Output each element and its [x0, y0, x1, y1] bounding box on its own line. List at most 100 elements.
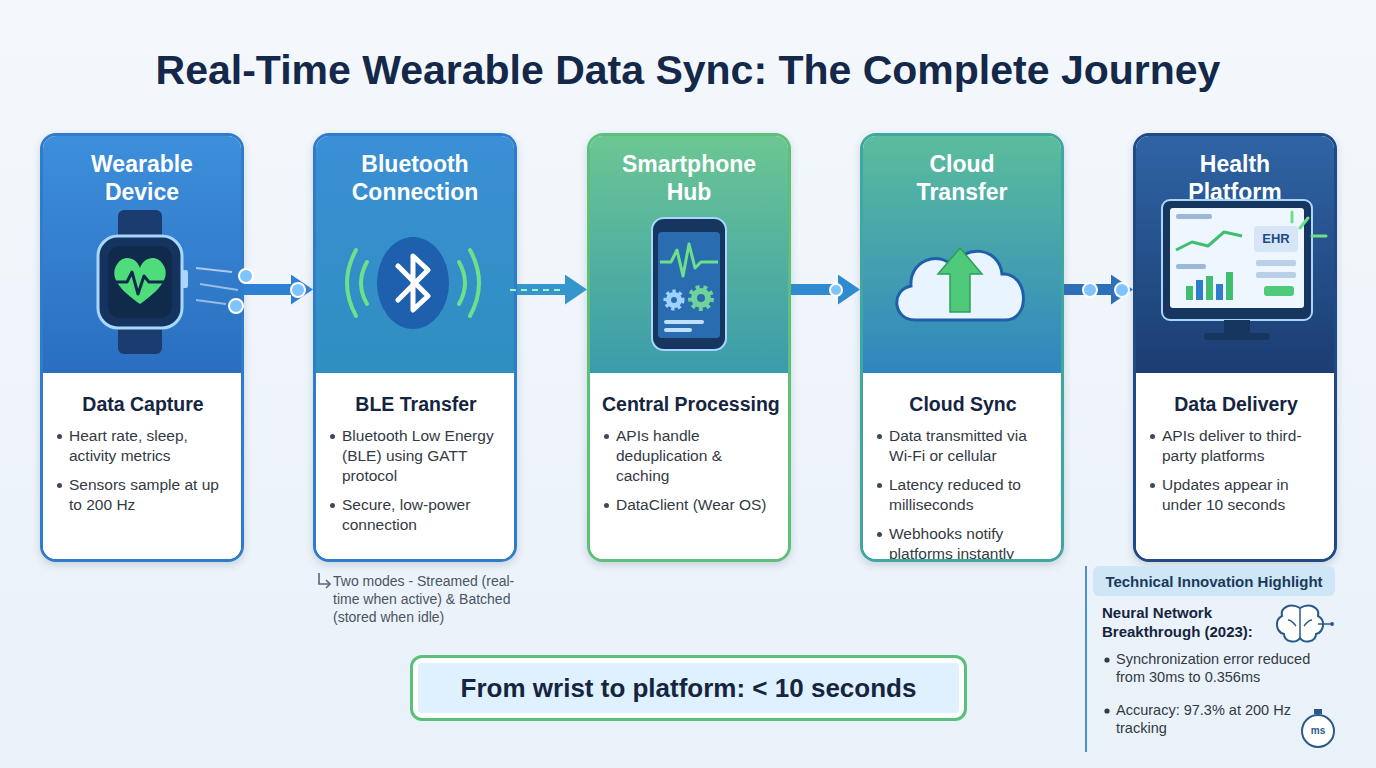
bluetooth-icon — [347, 237, 479, 329]
monitor-icon-part — [1196, 280, 1203, 300]
data-particles-part — [1083, 283, 1097, 297]
card-body: BLE TransferBluetooth Low Energy (BLE) u… — [316, 373, 514, 559]
monitor-icon-part — [1176, 264, 1206, 269]
monitor-icon-part — [1256, 272, 1296, 278]
bluetooth-icon-part — [459, 262, 465, 304]
card-header: Wearable Device — [43, 136, 241, 373]
stage-card: Cloud TransferCloud SyncData transmitted… — [860, 133, 1064, 562]
cloud-icon-part — [938, 248, 982, 312]
brain-icon-part — [1318, 623, 1330, 625]
bullet-item: Secure, low-power connection — [328, 495, 504, 535]
diagram-title: Real-Time Wearable Data Sync: The Comple… — [0, 42, 1376, 98]
bullet-item: Data transmitted via Wi-Fi or cellular — [875, 426, 1051, 466]
data-particles-part — [1115, 283, 1129, 297]
data-particles-part — [239, 269, 253, 283]
watch-icon-part — [98, 236, 182, 328]
bullet-list: Heart rate, sleep, activity metricsSenso… — [55, 426, 231, 515]
stage-card: Health PlatformData DeliveryAPIs deliver… — [1133, 133, 1337, 562]
watch-icon-part — [112, 272, 168, 294]
note-hook-arrow-part — [319, 573, 329, 584]
brain-icon-part — [1288, 608, 1312, 638]
phone-icon-part — [660, 244, 718, 276]
card-header: Smartphone Hub — [590, 136, 788, 373]
watch-icon-part — [114, 258, 165, 304]
summary-text: From wrist to platform: < 10 seconds — [461, 673, 917, 704]
bluetooth-icon-part — [398, 256, 428, 310]
card-title: Wearable Device — [67, 150, 217, 206]
monitor-icon-part — [1291, 212, 1294, 222]
card-subtitle: BLE Transfer — [328, 393, 504, 416]
bluetooth-icon-part — [361, 262, 367, 304]
bullet-list: Data transmitted via Wi-Fi or cellularLa… — [875, 426, 1051, 562]
cloud-icon-part — [897, 251, 1024, 320]
watch-icon-part — [108, 246, 172, 318]
phone-icon-part — [697, 294, 705, 302]
monitor-icon-part — [1204, 333, 1270, 340]
bluetooth-icon-part — [470, 250, 479, 316]
stage-card: Smartphone HubCentral ProcessingAPIs han… — [587, 133, 791, 562]
panel-bullet: Accuracy: 97.3% at 200 Hz tracking — [1116, 701, 1296, 737]
data-particles-part — [196, 268, 232, 272]
bullet-list: APIs deliver to third-party platformsUpd… — [1148, 426, 1324, 515]
highlight-badge: Technical Innovation Highlight — [1093, 566, 1335, 596]
badge-text: Technical Innovation Highlight — [1105, 573, 1322, 590]
note-hook-arrow — [319, 573, 330, 588]
monitor-icon-part — [1254, 226, 1298, 252]
card-title: Cloud Transfer — [887, 150, 1037, 206]
card-title: Smartphone Hub — [614, 150, 764, 206]
flow-arrow — [791, 284, 842, 295]
bullet-item: DataClient (Wear OS) — [602, 495, 778, 515]
bullet-item: APIs deliver to third-party platforms — [1148, 426, 1324, 466]
data-particles-part — [229, 299, 243, 313]
brain-icon-part — [1277, 606, 1323, 642]
bullet-item: Updates appear in under 10 seconds — [1148, 475, 1324, 515]
monitor-icon-part — [1206, 276, 1213, 300]
monitor-icon-part — [1224, 320, 1250, 334]
monitor-icon-part — [1162, 200, 1312, 320]
card-header: Health Platform — [1136, 136, 1334, 373]
monitor-icon-part — [1264, 286, 1294, 296]
phone-icon-part — [664, 328, 692, 332]
card-subtitle: Data Capture — [55, 393, 231, 416]
data-particles — [196, 268, 1129, 313]
brain-icon — [1277, 606, 1334, 642]
bluetooth-icon-part — [377, 237, 449, 329]
bullet-item: Webhooks notify platforms instantly — [875, 524, 1051, 562]
flow-arrow — [244, 284, 295, 295]
card-header: Cloud Transfer — [863, 136, 1061, 373]
stopwatch-icon-part — [1314, 709, 1322, 714]
card-subtitle: Cloud Sync — [875, 393, 1051, 416]
panel-heading: Neural Network Breakthrough (2023): — [1102, 603, 1280, 641]
phone-icon-part — [664, 320, 704, 324]
bullet-item: APIs handle deduplication & caching — [602, 426, 778, 486]
monitor-icon-part — [1216, 284, 1223, 300]
bullet-item: Bluetooth Low Energy (BLE) using GATT pr… — [328, 426, 504, 486]
panel-bullet: Synchronization error reduced from 30ms … — [1116, 650, 1328, 686]
phone-icon-part — [666, 292, 682, 308]
card-body: Data DeliveryAPIs deliver to third-party… — [1136, 373, 1334, 559]
monitor-icon-part — [1300, 218, 1308, 228]
card-subtitle: Central Processing — [602, 393, 778, 416]
bullet-item: Latency reduced to milliseconds — [875, 475, 1051, 515]
flow-arrow — [517, 284, 569, 295]
bullet-item: Sensors sample at up to 200 Hz — [55, 475, 231, 515]
monitor-icon — [1162, 200, 1326, 340]
unit-label: ms — [1304, 724, 1332, 738]
monitor-icon-part — [1170, 208, 1304, 308]
panel-rule-part — [1104, 657, 1109, 662]
cloud-icon — [897, 248, 1024, 320]
watch-icon-part — [118, 320, 162, 354]
phone-icon-part — [691, 288, 711, 308]
card-title: Bluetooth Connection — [340, 150, 490, 206]
data-particles-part — [510, 289, 560, 291]
phone-icon — [652, 218, 726, 350]
data-particles-part — [196, 300, 226, 304]
watch-icon — [98, 210, 188, 354]
flow-arrow — [1064, 284, 1115, 295]
note-hook-arrow-part — [326, 580, 330, 588]
note-text: Two modes - Streamed (real-time when act… — [333, 572, 529, 626]
card-title: Health Platform — [1160, 150, 1310, 206]
card-body: Central ProcessingAPIs handle deduplicat… — [590, 373, 788, 559]
